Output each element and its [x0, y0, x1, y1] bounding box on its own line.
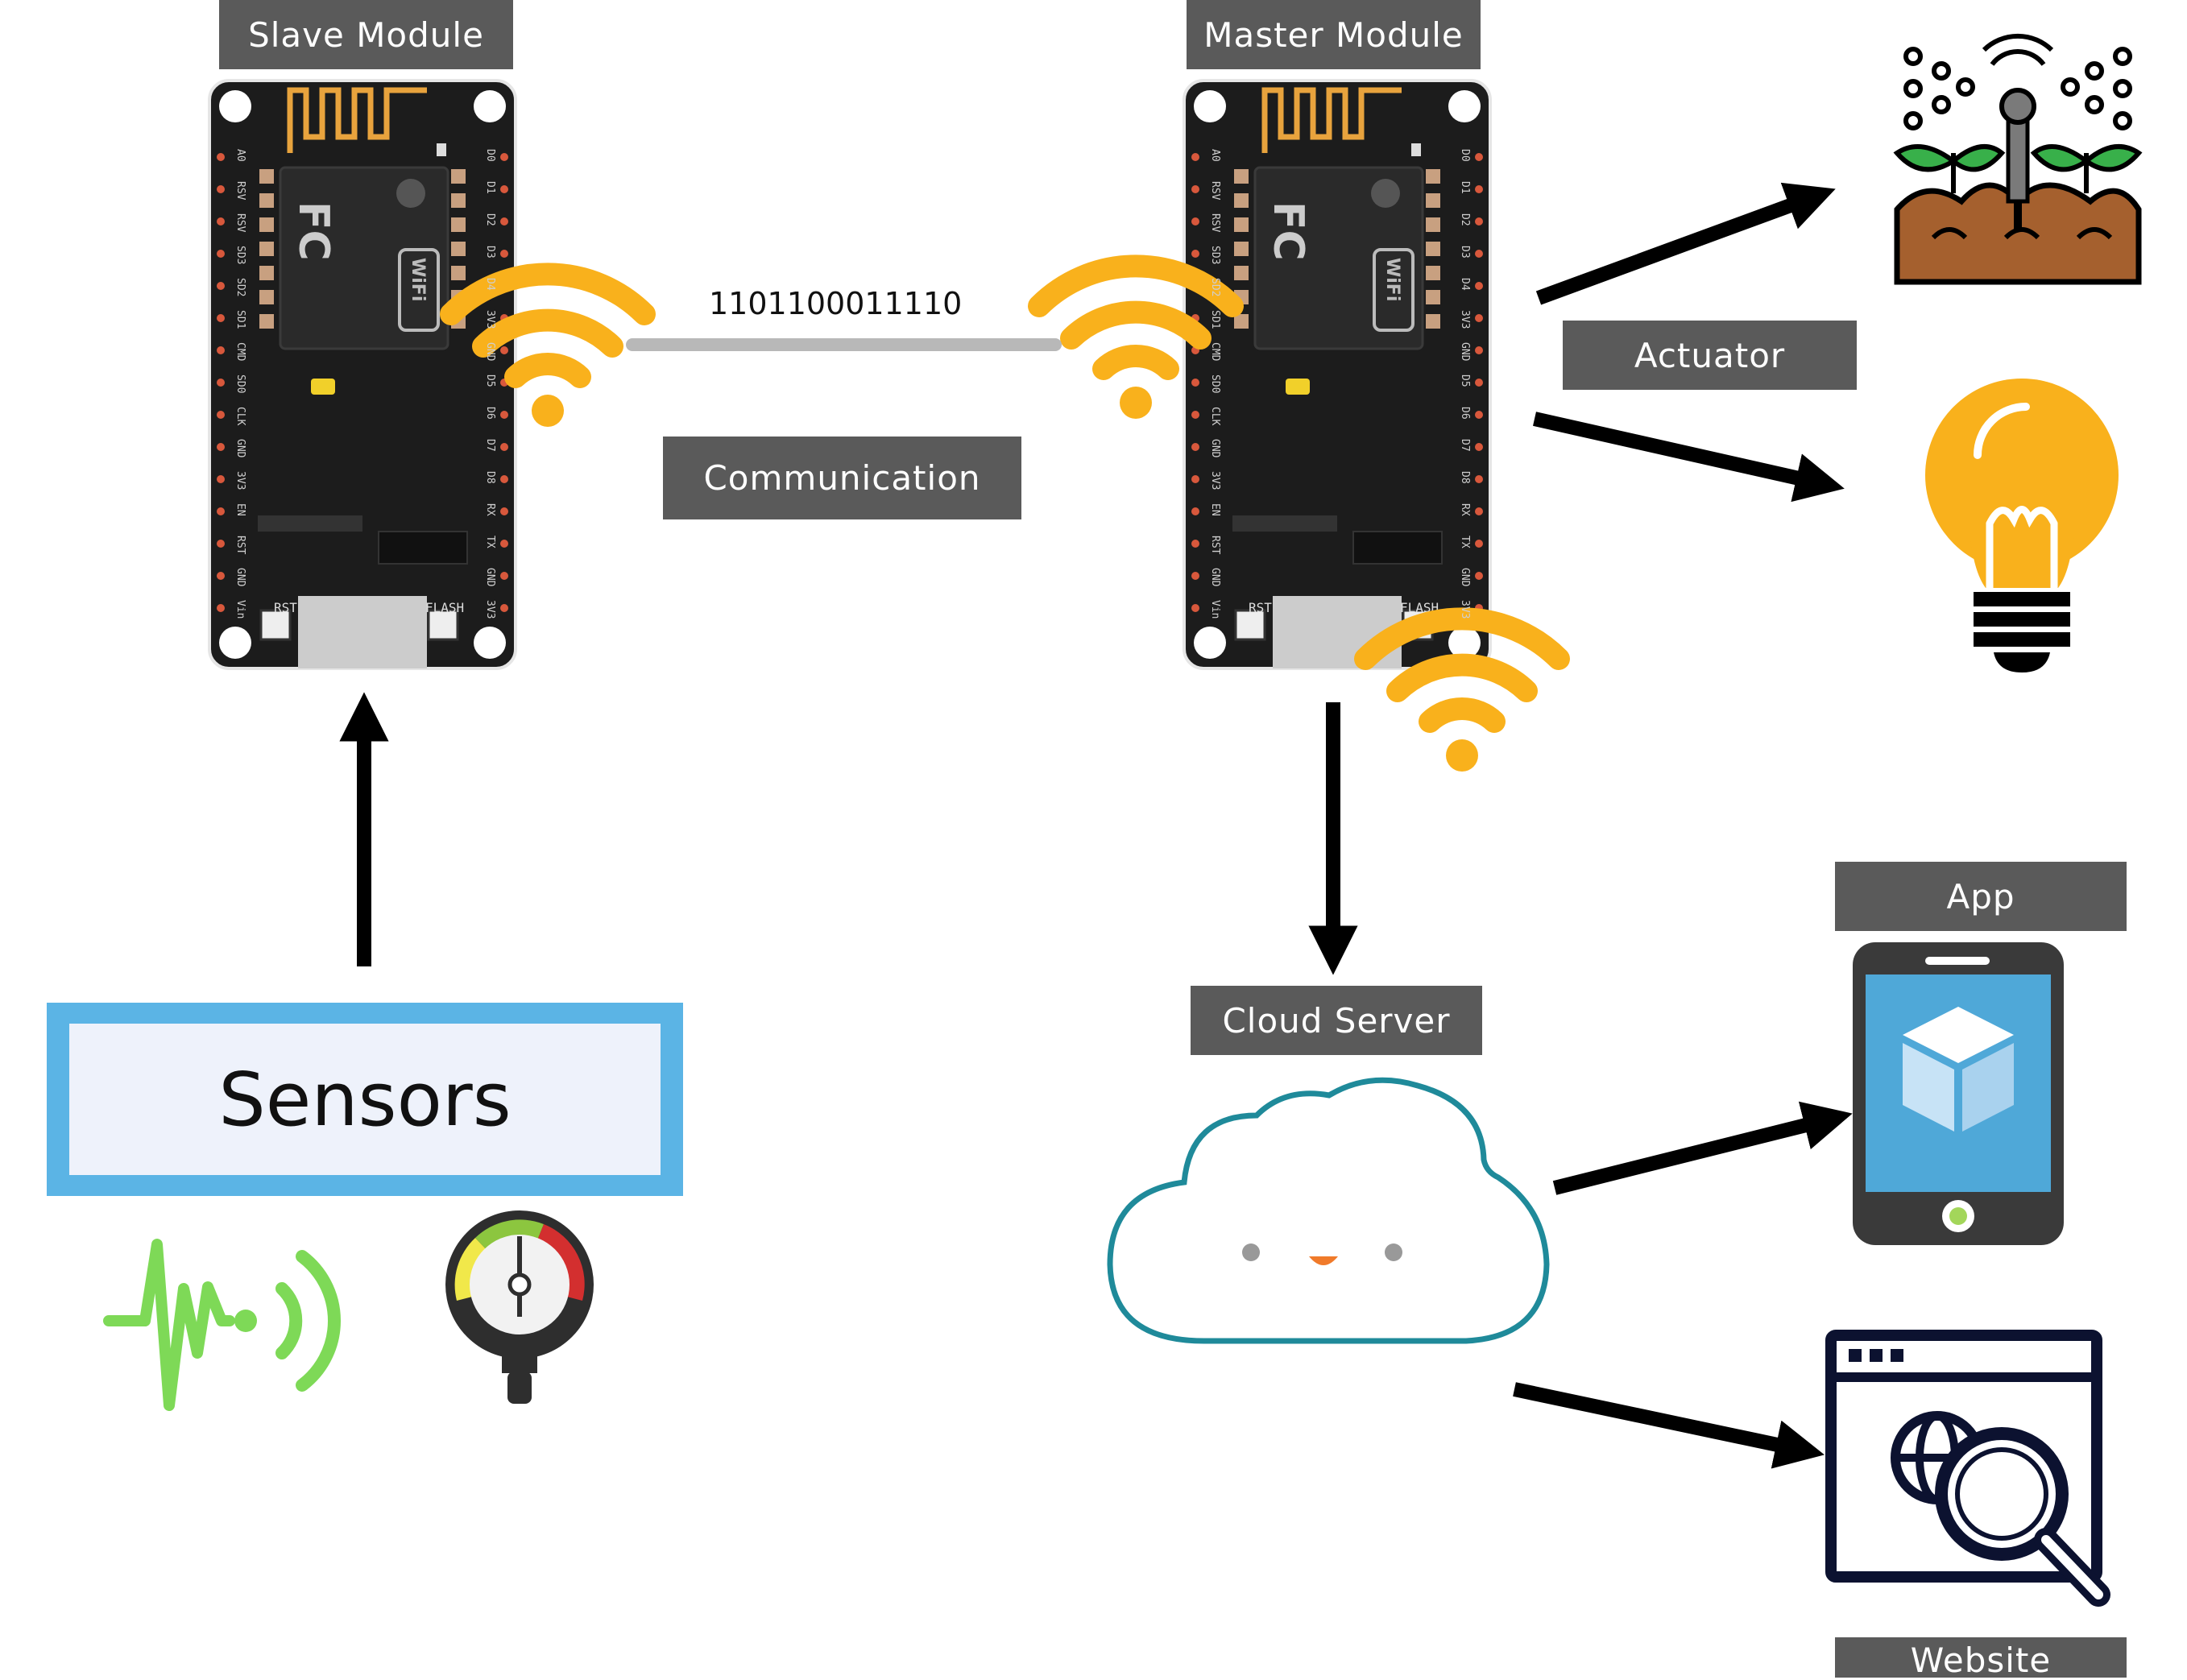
- website-label: Website: [1835, 1637, 2127, 1680]
- pin-label: D0: [484, 149, 496, 162]
- pin-label: SD1: [234, 310, 246, 329]
- pin-label: RX: [1459, 503, 1471, 516]
- pin-label: GND: [1209, 439, 1221, 458]
- pin-label: D8: [1459, 471, 1471, 484]
- pin-label: SD2: [234, 278, 246, 296]
- pin-label: Vin: [1209, 600, 1221, 619]
- communication-label: Communication: [663, 437, 1021, 519]
- pin-label: D2: [1459, 213, 1471, 226]
- actuator-label: Actuator: [1563, 321, 1857, 390]
- pin-label: GND: [1459, 342, 1471, 362]
- pin-label: GND: [484, 568, 496, 587]
- pin-label: CMD: [1209, 342, 1221, 362]
- master-to-sprinkler-arrow: [1535, 182, 1836, 305]
- pin-label: D2: [484, 213, 496, 226]
- pin-label: GND: [234, 568, 246, 587]
- pin-label: D8: [484, 471, 496, 484]
- pin-label: D1: [1459, 181, 1471, 194]
- master-module-label: Master Module: [1187, 0, 1481, 69]
- cloud-to-website-arrow: [1513, 1382, 1825, 1469]
- pin-label: D4: [1459, 278, 1471, 291]
- pin-label: D7: [484, 439, 496, 452]
- pin-label: 3V3: [484, 310, 496, 329]
- pin-label: 3V3: [1459, 600, 1471, 619]
- sprinkler-plant-icon: [1893, 33, 2143, 285]
- pin-label: D6: [484, 407, 496, 420]
- pin-label: 3V3: [1459, 310, 1471, 329]
- pin-label: SD2: [1209, 278, 1221, 296]
- pin-label: D5: [1459, 374, 1471, 387]
- pin-label: RST: [234, 536, 246, 555]
- pin-label: D4: [484, 278, 496, 291]
- pin-label: GND: [1459, 568, 1471, 587]
- pin-label: SD0: [1209, 374, 1221, 393]
- pin-label: CLK: [234, 407, 246, 426]
- pin-label: SD3: [234, 246, 246, 264]
- pin-label: GND: [1209, 568, 1221, 587]
- wifi-badge: WiFi: [1382, 258, 1402, 301]
- pin-label: D5: [484, 374, 496, 387]
- light-bulb-icon: [1925, 379, 2119, 672]
- pin-label: CMD: [234, 342, 246, 362]
- slave-module-label: Slave Module: [219, 0, 513, 69]
- pin-label: SD1: [1209, 310, 1221, 329]
- pin-label: GND: [484, 342, 496, 362]
- pin-label: TX: [1459, 536, 1471, 548]
- pin-label: EN: [1209, 503, 1221, 516]
- pin-label: CLK: [1209, 407, 1221, 426]
- pin-label: 3V3: [234, 471, 246, 490]
- pin-label: A0: [234, 149, 246, 162]
- pin-label: RSV: [234, 181, 246, 201]
- pressure-gauge-icon: [445, 1210, 594, 1404]
- pin-label: RSV: [1209, 213, 1221, 233]
- master-to-bulb-arrow: [1533, 412, 1845, 503]
- cloud-icon: [1107, 1077, 1550, 1344]
- pin-label: GND: [234, 439, 246, 458]
- pin-label: D1: [484, 181, 496, 194]
- bit-stream-label: 1101100011110: [709, 286, 963, 321]
- pin-label: RST: [1209, 536, 1221, 555]
- rst-label: RST: [274, 600, 297, 615]
- flash-label: FLASH: [425, 600, 464, 615]
- wifi-badge: WiFi: [408, 258, 428, 301]
- smartphone-icon: [1853, 942, 2064, 1245]
- sensors-box: Sensors: [47, 1003, 683, 1196]
- heartbeat-signal-icon: [103, 1239, 341, 1411]
- slave-board-icon: [209, 81, 516, 668]
- sensors-label: Sensors: [69, 1024, 661, 1175]
- pin-label: A0: [1209, 149, 1221, 162]
- pin-label: TX: [484, 536, 496, 548]
- pin-label: RSV: [234, 213, 246, 233]
- pin-label: EN: [234, 503, 246, 516]
- master-board-icon: [1184, 81, 1490, 668]
- cloud-server-label: Cloud Server: [1191, 986, 1482, 1055]
- pin-label: 3V3: [1209, 471, 1221, 490]
- pin-label: D6: [1459, 407, 1471, 420]
- pin-label: RSV: [1209, 181, 1221, 201]
- pin-label: D7: [1459, 439, 1471, 452]
- cloud-to-app-arrow: [1552, 1101, 1853, 1195]
- pin-label: Vin: [234, 600, 246, 619]
- pin-label: D3: [484, 246, 496, 259]
- pin-label: SD3: [1209, 246, 1221, 264]
- pin-label: D0: [1459, 149, 1471, 162]
- pin-label: RX: [484, 503, 496, 516]
- web-browser-search-icon: [1825, 1330, 2110, 1607]
- pin-label: SD0: [234, 374, 246, 393]
- app-label: App: [1835, 862, 2127, 931]
- rst-label: RST: [1249, 600, 1272, 615]
- pin-label: D3: [1459, 246, 1471, 259]
- pin-label: 3V3: [484, 600, 496, 619]
